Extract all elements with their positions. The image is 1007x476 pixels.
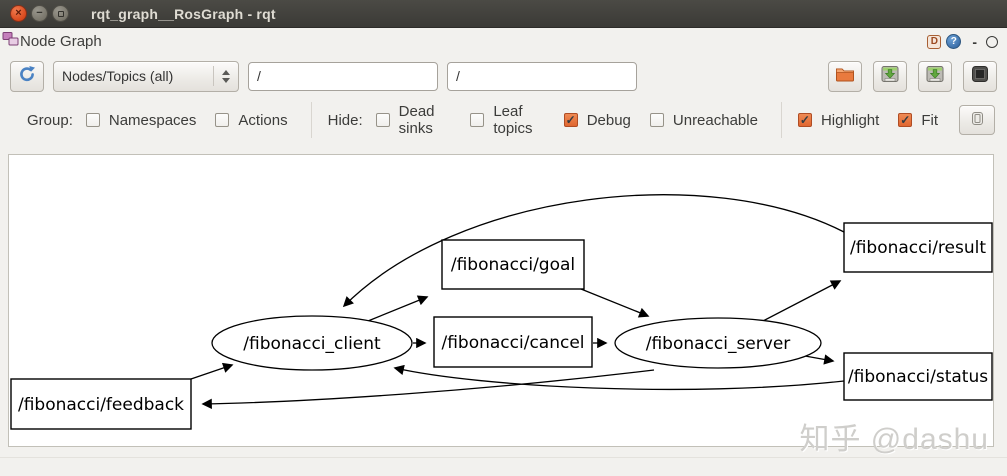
node-label: /fibonacci/cancel xyxy=(441,333,584,353)
edge-server-result xyxy=(760,280,842,323)
actions-label: Actions xyxy=(238,111,288,129)
fit-checkbox-box[interactable] xyxy=(898,113,913,127)
node-fibonacci-cancel[interactable]: /fibonacci/cancel xyxy=(433,316,593,368)
node-graph-icon xyxy=(2,31,19,52)
window-bottom-divider xyxy=(0,457,1007,458)
namespaces-label: Namespaces xyxy=(108,111,197,129)
checkbox-dead-sinks[interactable]: Dead sinks xyxy=(375,103,452,137)
window-close-icon[interactable]: × xyxy=(10,5,27,22)
edge-goal-server xyxy=(580,288,650,318)
window-title: rqt_graph__RosGraph - rqt xyxy=(91,5,276,22)
edge-server-status xyxy=(804,354,835,365)
save-dot-button[interactable] xyxy=(873,60,907,92)
hide-label: Hide: xyxy=(327,111,363,129)
group-label: Group: xyxy=(27,111,73,129)
refresh-icon xyxy=(18,65,36,88)
edge-feedback-client xyxy=(190,362,234,380)
debug-label: Debug xyxy=(586,111,631,129)
edge-status-client xyxy=(393,364,845,391)
save-image-button[interactable] xyxy=(918,60,952,92)
plugin-minimize-icon[interactable]: - xyxy=(972,33,977,50)
save-image-icon xyxy=(925,65,945,88)
edge-result-client xyxy=(342,194,845,308)
plugin-titlebar: Node Graph D ? - xyxy=(0,28,1007,55)
combo-spinner-icon xyxy=(213,66,230,86)
leaf-topics-label: Leaf topics xyxy=(493,103,533,137)
unreachable-label: Unreachable xyxy=(672,111,758,129)
checkbox-actions[interactable]: Actions xyxy=(215,111,288,129)
plugin-circle-icon[interactable] xyxy=(986,35,998,48)
namespace-filter-input[interactable] xyxy=(248,61,438,91)
toolbar: Nodes/Topics (all) xyxy=(0,55,1007,97)
checkbox-namespaces[interactable]: Namespaces xyxy=(85,111,197,129)
snapshot-button[interactable] xyxy=(963,60,997,92)
plugin-title: Node Graph xyxy=(20,33,102,50)
edge-server-feedback xyxy=(201,369,655,410)
dead-sinks-label: Dead sinks xyxy=(398,103,435,137)
node-fibonacci-goal[interactable]: /fibonacci/goal xyxy=(441,239,585,290)
snapshot-icon xyxy=(971,65,989,88)
debug-checkbox-box[interactable] xyxy=(563,113,578,127)
graph-type-value: Nodes/Topics (all) xyxy=(62,68,174,84)
node-label: /fibonacci/goal xyxy=(451,255,575,275)
highlight-checkbox-box[interactable] xyxy=(797,113,812,127)
window-minimize-icon[interactable]: − xyxy=(31,5,48,22)
node-fibonacci-server[interactable]: /fibonacci_server xyxy=(614,317,822,369)
checkbox-unreachable[interactable]: Unreachable xyxy=(649,111,758,129)
separator xyxy=(780,102,782,138)
window-maximize-icon[interactable] xyxy=(52,5,69,22)
help-icon[interactable]: ? xyxy=(946,34,962,49)
fit-label: Fit xyxy=(921,111,938,129)
topic-filter-input[interactable] xyxy=(447,61,637,91)
checkbox-leaf-topics[interactable]: Leaf topics xyxy=(470,103,544,137)
separator xyxy=(310,102,312,138)
unreachable-checkbox-box[interactable] xyxy=(649,113,664,127)
node-fibonacci-status[interactable]: /fibonacci/status xyxy=(843,352,993,401)
node-fibonacci-feedback[interactable]: /fibonacci/feedback xyxy=(10,378,192,430)
window-titlebar[interactable]: × − rqt_graph__RosGraph - rqt xyxy=(0,0,1007,28)
node-label: /fibonacci/result xyxy=(850,238,986,258)
d-badge-icon[interactable]: D xyxy=(927,34,942,49)
checkbox-debug[interactable]: Debug xyxy=(563,111,631,129)
node-label: /fibonacci/status xyxy=(848,367,988,387)
graph-canvas[interactable]: /fibonacci_client /fibonacci_server /fib… xyxy=(8,154,994,447)
checkbox-fit[interactable]: Fit xyxy=(898,112,938,129)
node-label: /fibonacci/feedback xyxy=(18,395,184,415)
namespaces-checkbox-box[interactable] xyxy=(85,113,100,127)
refresh-button[interactable] xyxy=(10,60,44,92)
highlight-label: Highlight xyxy=(820,111,880,129)
window-fit-icon xyxy=(970,111,985,130)
node-label: /fibonacci_server xyxy=(646,334,791,354)
load-dot-button[interactable] xyxy=(828,60,862,92)
actions-checkbox-box[interactable] xyxy=(215,113,230,127)
open-folder-icon xyxy=(835,65,855,87)
node-fibonacci-result[interactable]: /fibonacci/result xyxy=(843,222,993,273)
edge-client-goal xyxy=(367,295,429,322)
filter-bar: Group: Namespaces Actions Hide: Dead sin… xyxy=(0,97,1007,143)
save-dot-icon xyxy=(880,65,900,88)
fit-in-view-button[interactable] xyxy=(959,105,995,135)
graph-type-select[interactable]: Nodes/Topics (all) xyxy=(53,60,239,92)
node-label: /fibonacci_client xyxy=(243,334,381,354)
checkbox-highlight[interactable]: Highlight xyxy=(797,111,880,129)
node-fibonacci-client[interactable]: /fibonacci_client xyxy=(211,315,413,371)
leaf-topics-checkbox-box[interactable] xyxy=(470,113,485,127)
dead-sinks-checkbox-box[interactable] xyxy=(375,113,390,127)
graph-edges xyxy=(190,194,845,410)
